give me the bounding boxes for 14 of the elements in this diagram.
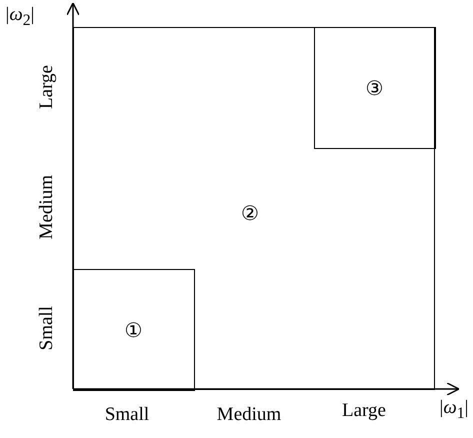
- tick-label: Medium: [36, 174, 56, 240]
- axis-label: |ω$_{2}$|: [6, 5, 34, 29]
- axis-label: |ω$_{1}$|: [440, 398, 468, 422]
- region-number: ①: [124, 320, 142, 340]
- region-box: [314, 26, 436, 148]
- region-number: ③: [366, 78, 384, 98]
- tick-label: Medium: [216, 404, 282, 424]
- tick-label: Large: [36, 65, 56, 109]
- tick-label: Large: [342, 400, 386, 420]
- tick-label: Small: [104, 404, 150, 424]
- tick-label: Small: [36, 306, 56, 350]
- region-box: [73, 27, 435, 390]
- region-box: [72, 268, 194, 390]
- region-number: ②: [241, 203, 259, 223]
